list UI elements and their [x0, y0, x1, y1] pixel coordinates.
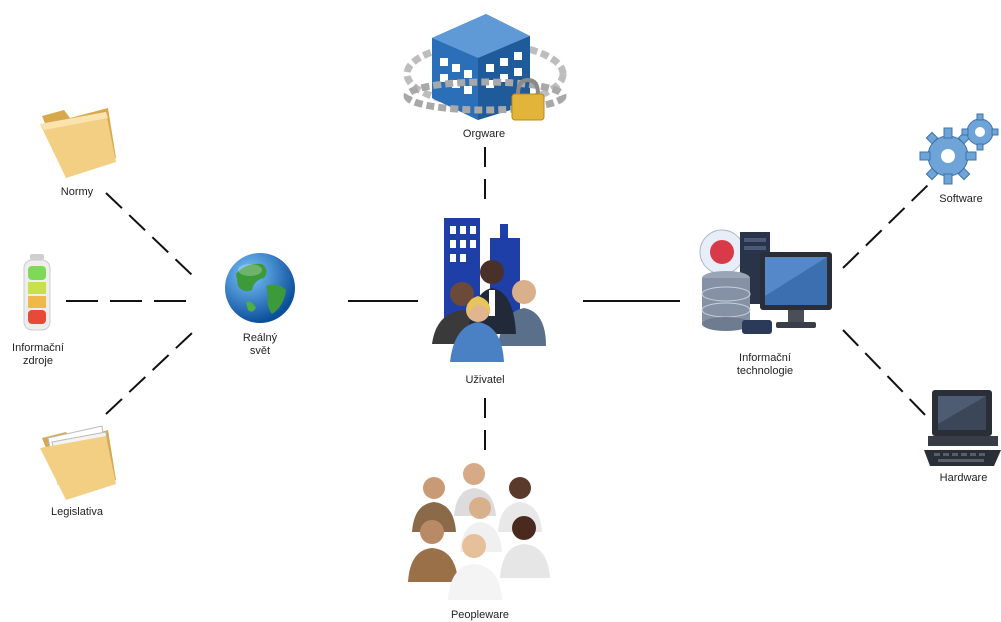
label-orgware: Orgware — [462, 128, 506, 140]
computer-database-icon — [699, 229, 832, 334]
connector-it-hardware — [842, 329, 929, 419]
label-software: Software — [939, 193, 983, 205]
connector-it-software — [842, 184, 929, 269]
connector-normy-realny-svet — [105, 192, 193, 276]
people-group-icon — [408, 463, 550, 600]
label-uzivatel: Uživatel — [465, 374, 505, 386]
folder-with-documents-icon — [40, 425, 116, 500]
desktop-computer-icon — [924, 390, 1001, 466]
label-realny-svet: Reálný svět — [242, 332, 278, 357]
locked-building-icon — [403, 14, 567, 121]
label-peopleware: Peopleware — [450, 609, 510, 621]
label-informacni-zdroje: Informační zdroje — [12, 342, 64, 367]
label-normy: Normy — [60, 186, 94, 198]
globe-icon — [225, 253, 295, 323]
gears-icon — [919, 113, 999, 185]
business-people-icon — [432, 218, 546, 362]
connector-legislativa-realny-svet — [105, 332, 193, 415]
folder-icon — [40, 108, 116, 178]
battery-icon — [23, 254, 51, 331]
label-legislativa: Legislativa — [51, 506, 103, 518]
label-hardware: Hardware — [939, 472, 988, 484]
label-informacni-technologie: Informační technologie — [736, 352, 794, 377]
